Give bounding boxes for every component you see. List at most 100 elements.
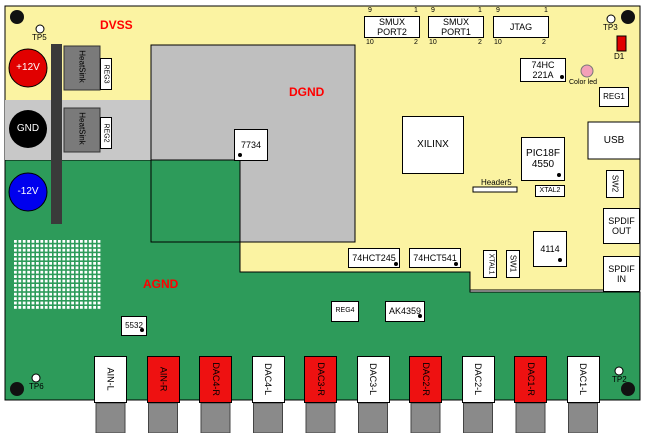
perf-pad — [22, 244, 26, 248]
perf-pad — [71, 266, 74, 270]
perf-pad — [62, 270, 66, 274]
perf-pad — [84, 288, 88, 292]
dvss-zone-label: DVSS — [100, 18, 133, 32]
rca-jack-label: DAC2-R — [420, 362, 431, 397]
perf-pad — [80, 253, 83, 256]
rca-jack-dac1-r: DAC1-R — [514, 356, 547, 403]
rca-jack-label: AIN-R — [158, 367, 169, 392]
perf-pad — [27, 262, 30, 265]
perf-pad — [44, 240, 48, 243]
perf-pad — [84, 240, 88, 243]
perf-pad — [62, 248, 66, 252]
perf-pad — [88, 279, 92, 283]
rca-jack-ain-r: AIN-R — [146, 356, 180, 403]
perf-pad — [14, 292, 17, 296]
perf-pad — [58, 279, 61, 283]
rca-barrel — [305, 402, 336, 433]
perf-pad — [49, 301, 52, 305]
perf-pad — [71, 292, 74, 296]
perf-pad — [88, 284, 92, 287]
perf-pad — [93, 248, 96, 252]
jtag-pin2: 2 — [542, 39, 546, 46]
perf-pad — [62, 244, 66, 248]
perf-pad — [66, 292, 70, 296]
perf-pad — [84, 306, 88, 309]
heatsink-2 — [63, 107, 101, 153]
rca-jack-label: DAC1-L — [578, 363, 589, 396]
tp5-label: TP5 — [32, 33, 47, 42]
perf-pad — [71, 275, 74, 278]
perf-pad — [80, 257, 83, 261]
perf-pad — [71, 279, 74, 283]
perf-pad — [31, 253, 35, 256]
perf-pad — [80, 306, 83, 309]
rca-jack-dac4-l: DAC4-L — [251, 356, 285, 403]
perf-pad — [14, 279, 17, 283]
perf-pad — [80, 288, 83, 292]
perf-pad — [93, 253, 96, 256]
sw1-label: SW1 — [508, 255, 518, 273]
rca-barrel — [463, 402, 493, 433]
perf-pad — [40, 288, 44, 292]
reg2-chip: REG2 — [100, 117, 112, 149]
perf-pad — [75, 297, 79, 300]
perf-pad — [66, 257, 70, 261]
perf-pad — [14, 266, 17, 270]
perf-pad — [18, 257, 22, 261]
perf-pad — [18, 297, 22, 300]
perf-pad — [49, 240, 52, 243]
perf-pad — [40, 297, 44, 300]
perf-pad — [93, 301, 96, 305]
d1-diode — [616, 35, 627, 52]
rca-barrel — [200, 402, 231, 433]
perf-pad — [75, 292, 79, 296]
perf-pad — [75, 288, 79, 292]
perf-pad — [71, 262, 74, 265]
hc221a-pin1-dot — [560, 75, 564, 79]
perf-pad — [93, 306, 96, 309]
perf-pad — [75, 306, 79, 309]
perf-pad — [88, 244, 92, 248]
perf-pad — [62, 297, 66, 300]
perf-pad — [40, 292, 44, 296]
perf-pad — [14, 240, 17, 243]
perf-pad — [40, 244, 44, 248]
rca-jack-barrels — [95, 402, 598, 433]
perf-pad — [84, 284, 88, 287]
perf-pad — [49, 306, 52, 309]
perf-pad — [84, 248, 88, 252]
tp3-label: TP3 — [603, 23, 618, 32]
rca-jack-label: AIN-L — [105, 367, 116, 392]
perf-pad — [66, 288, 70, 292]
perf-pad — [66, 266, 70, 270]
d1-label: D1 — [614, 52, 625, 61]
reg4-chip: REG4 — [331, 301, 359, 322]
perf-pad — [97, 284, 101, 287]
perf-pad — [80, 275, 83, 278]
perf-pad — [66, 244, 70, 248]
rca-jack-dac3-l: DAC3-L — [356, 356, 390, 403]
perf-pad — [31, 248, 35, 252]
perf-pad — [53, 288, 57, 292]
perf-pad — [36, 253, 39, 256]
perf-pad — [97, 288, 101, 292]
reg2-label: REG2 — [103, 123, 111, 143]
perf-pad — [49, 288, 52, 292]
perf-pad — [58, 292, 61, 296]
rca-barrel — [253, 402, 283, 433]
rca-barrel — [568, 402, 598, 433]
reg3-label: REG3 — [103, 64, 111, 84]
mount-hole-tr — [621, 10, 635, 24]
perforated-grid — [14, 240, 101, 309]
perf-pad — [53, 279, 57, 283]
perf-pad — [36, 279, 39, 283]
xtal1-label: XTAL1 — [487, 253, 495, 275]
perf-pad — [62, 284, 66, 287]
color-led-label: Color led — [569, 79, 598, 86]
perf-pad — [97, 297, 101, 300]
perf-pad — [53, 301, 57, 305]
perf-pad — [53, 306, 57, 309]
perf-pad — [40, 253, 44, 256]
perf-pad — [22, 257, 26, 261]
perf-pad — [71, 244, 74, 248]
